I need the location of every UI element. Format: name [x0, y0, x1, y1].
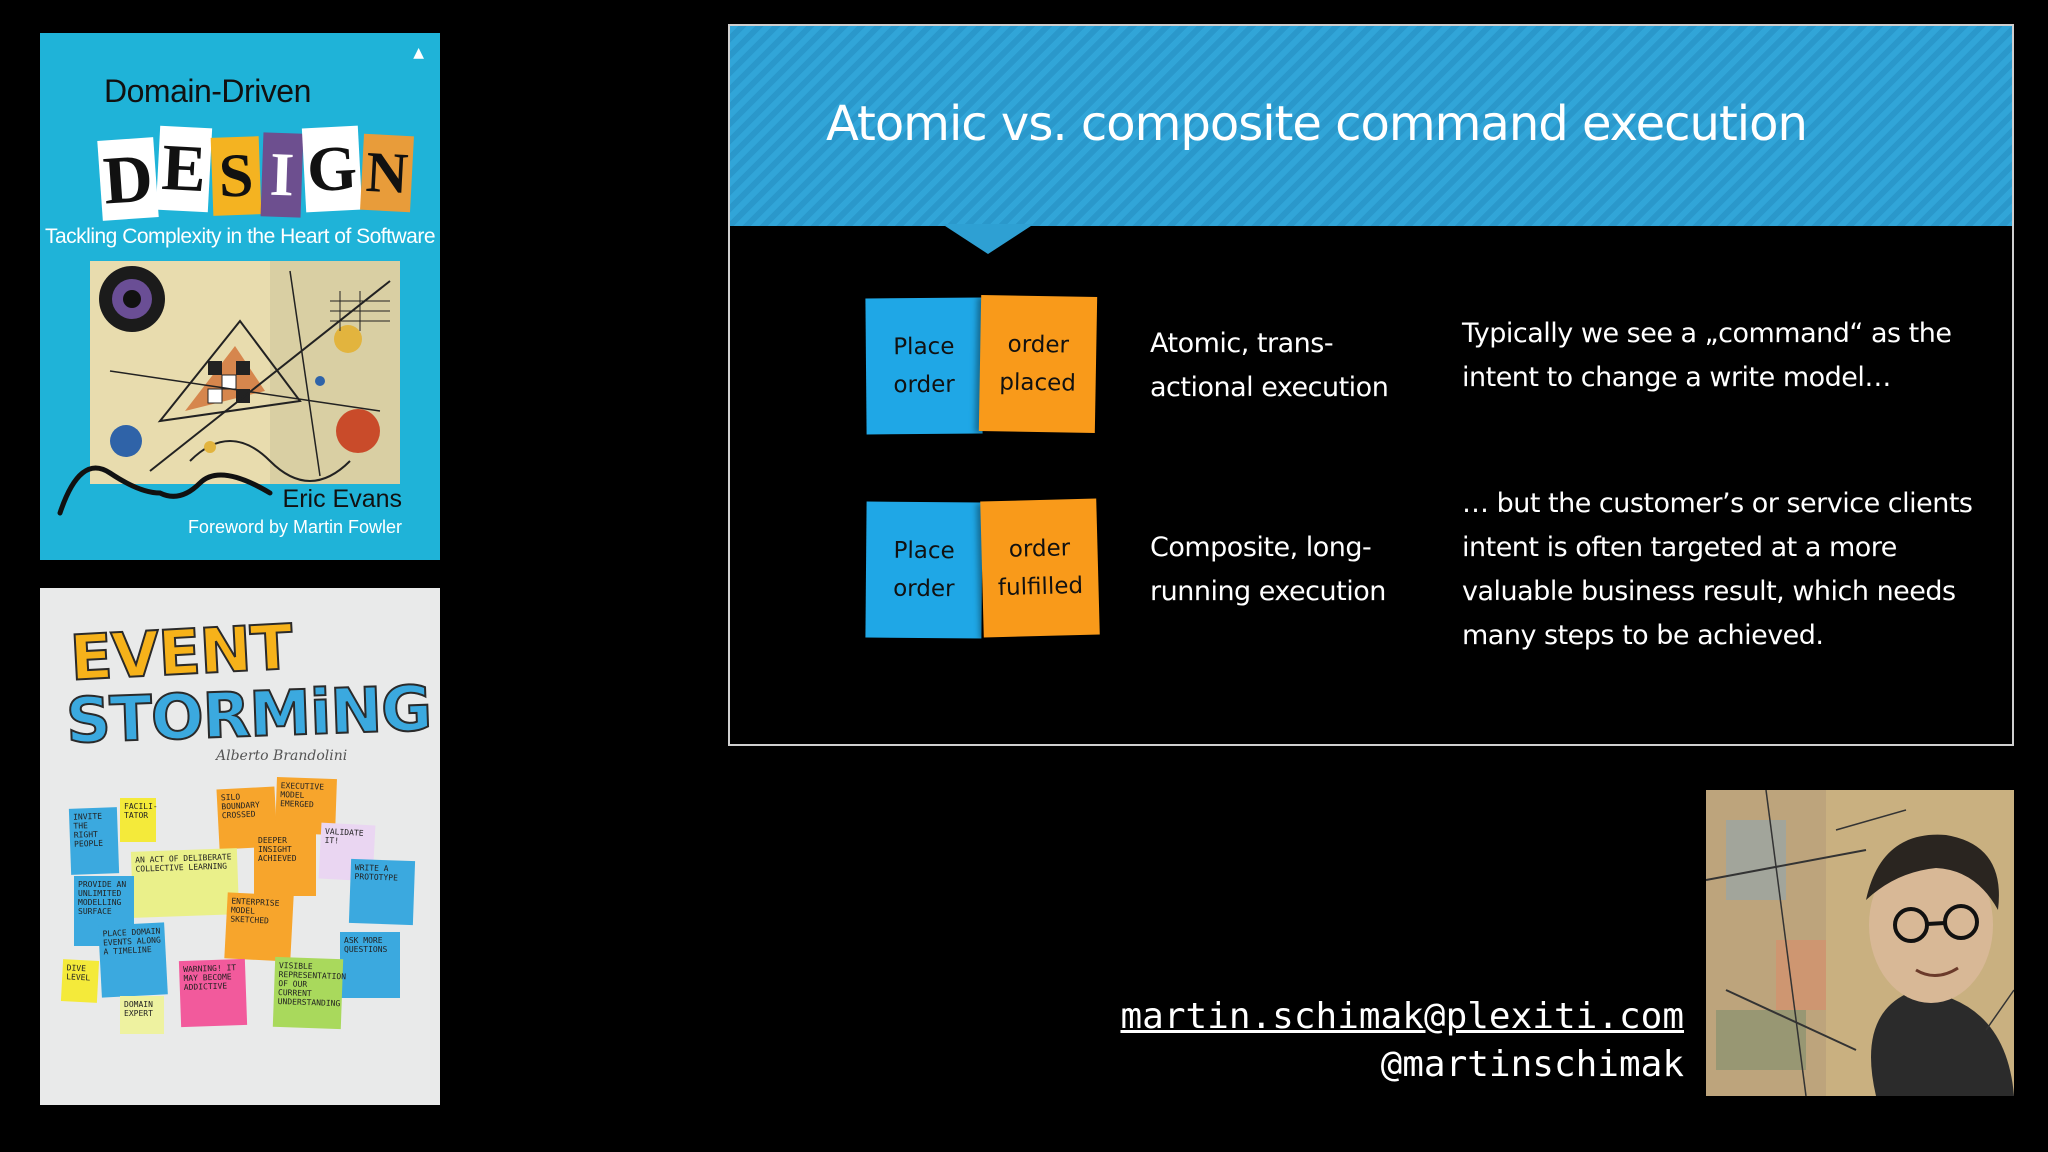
book-top-title: Domain-Driven	[104, 73, 311, 109]
book-author: Alberto Brandolini	[216, 748, 348, 764]
text-line: … but the customer’s or service clients	[1462, 488, 1973, 519]
publisher-logo-icon: ▲	[413, 45, 424, 61]
text-line: intent to change a write model…	[1462, 362, 1891, 393]
design-letter: E	[155, 125, 213, 213]
book-title-line-2: STORMiNG	[64, 671, 433, 759]
book-squiggle-decoration	[57, 465, 273, 516]
speaker-portrait	[1706, 790, 2014, 1096]
design-letter: D	[97, 137, 159, 221]
command-sticky-place-order: Place order	[865, 501, 983, 639]
kandinsky-artwork	[90, 261, 400, 484]
sticky-text-line: Place	[893, 333, 955, 361]
sticky-note: warning! it may become addictive	[178, 958, 248, 1028]
text-line: intent is often targeted at a more	[1462, 532, 1897, 563]
book-cover-event-storming: EVENT STORMiNG Alberto Brandolini invite…	[40, 588, 440, 1105]
sticky-text-line: placed	[999, 369, 1077, 397]
text-line: many steps to be achieved.	[1462, 620, 1824, 651]
text-line: valuable business result, which needs	[1462, 576, 1956, 607]
sticky-note: place domain events along a timeline	[98, 922, 168, 998]
label-line: running execution	[1150, 576, 1386, 607]
sticky-note: deeper insight achieved	[254, 832, 316, 896]
sticky-note: facili-tator	[120, 798, 158, 842]
text-line: Typically we see a „command“ as the	[1462, 318, 1952, 349]
explanation-text-1: Typically we see a „command“ as the inte…	[1462, 312, 1952, 400]
event-sticky-order-placed: order placed	[978, 294, 1098, 434]
slide-header-band	[730, 26, 2012, 226]
command-sticky-place-order: Place order	[865, 297, 983, 435]
design-letter: G	[301, 125, 363, 213]
book-cover-domain-driven-design: ▲ Domain-Driven D E S I G N Tackling Com…	[40, 33, 440, 560]
sticky-note: ask more questions	[340, 932, 400, 998]
sticky-text-line: order	[1007, 331, 1070, 359]
row-label-composite: Composite, long- running execution	[1150, 526, 1386, 614]
sticky-note: dive level	[60, 959, 100, 1003]
sticky-note: visible representation of our current un…	[272, 956, 346, 1030]
design-letter: S	[210, 136, 262, 216]
contact-twitter-handle: @martinschimak	[1380, 1044, 1684, 1085]
sticky-text-line: Place	[893, 537, 955, 565]
explanation-text-2: … but the customer’s or service clients …	[1462, 482, 1973, 658]
label-line: Composite, long-	[1150, 532, 1372, 563]
design-letter: N	[360, 133, 414, 213]
sticky-note: enterprise model sketched	[224, 892, 294, 962]
sticky-note: invite the right people	[68, 807, 120, 875]
sticky-note: an act of deliberate collective learning	[130, 848, 240, 918]
sticky-note: write a prototype	[348, 858, 416, 926]
slide-title: Atomic vs. composite command execution	[826, 96, 1808, 152]
book-author: Eric Evans	[282, 485, 402, 513]
sticky-text-line: order	[1008, 535, 1071, 563]
sticky-note: domain expert	[120, 996, 164, 1034]
header-notch	[942, 224, 1034, 254]
book-subtitle: Tackling Complexity in the Heart of Soft…	[44, 225, 436, 248]
row-label-atomic: Atomic, trans- actional execution	[1150, 322, 1389, 410]
design-letter: I	[260, 132, 304, 218]
design-wordmark: D E S I G N	[96, 113, 436, 233]
event-sticky-order-fulfilled: order fulfilled	[980, 498, 1100, 638]
sticky-text-line: order	[893, 371, 955, 399]
label-line: Atomic, trans-	[1150, 328, 1334, 359]
sticky-text-line: fulfilled	[997, 572, 1084, 602]
presentation-slide: Atomic vs. composite command execution P…	[728, 24, 2014, 746]
contact-email-link[interactable]: martin.schimak@plexiti.com	[1120, 996, 1684, 1037]
sticky-text-line: order	[893, 575, 955, 603]
book-foreword: Foreword by Martin Fowler	[187, 517, 402, 537]
label-line: actional execution	[1150, 372, 1389, 403]
